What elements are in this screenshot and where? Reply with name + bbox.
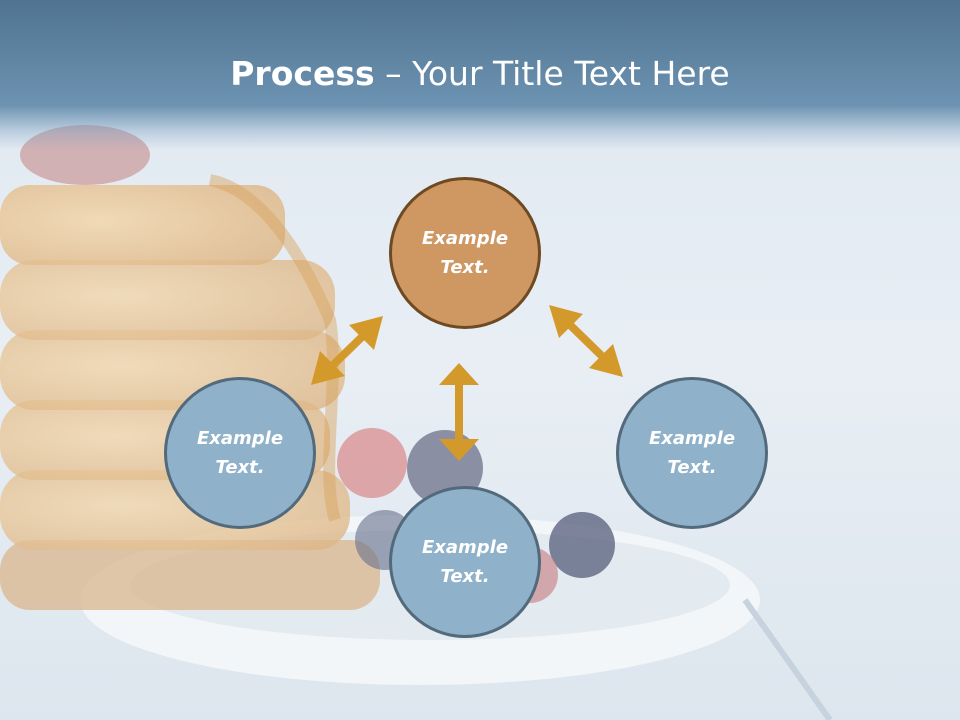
node-left-line1: Example — [196, 428, 284, 449]
node-bottom-line2: Text. — [440, 566, 490, 587]
title-band — [0, 0, 960, 150]
node-right-line2: Text. — [667, 457, 717, 478]
arrow-top-right — [549, 305, 623, 377]
title-bold: Process — [230, 54, 375, 93]
node-right-line1: Example — [648, 428, 736, 449]
node-left-line2: Text. — [215, 457, 265, 478]
node-top-line1: Example — [421, 228, 509, 249]
arrow-top-bottom — [439, 363, 479, 461]
node-right: Example Text. — [616, 377, 768, 529]
node-bottom: Example Text. — [389, 486, 541, 638]
node-bottom-line1: Example — [421, 537, 509, 558]
page-title: Process – Your Title Text Here — [0, 52, 960, 96]
node-top: Example Text. — [389, 177, 541, 329]
arrow-top-left — [311, 316, 383, 385]
node-left: Example Text. — [164, 377, 316, 529]
title-rest: – Your Title Text Here — [374, 54, 730, 93]
node-top-line2: Text. — [440, 257, 490, 278]
